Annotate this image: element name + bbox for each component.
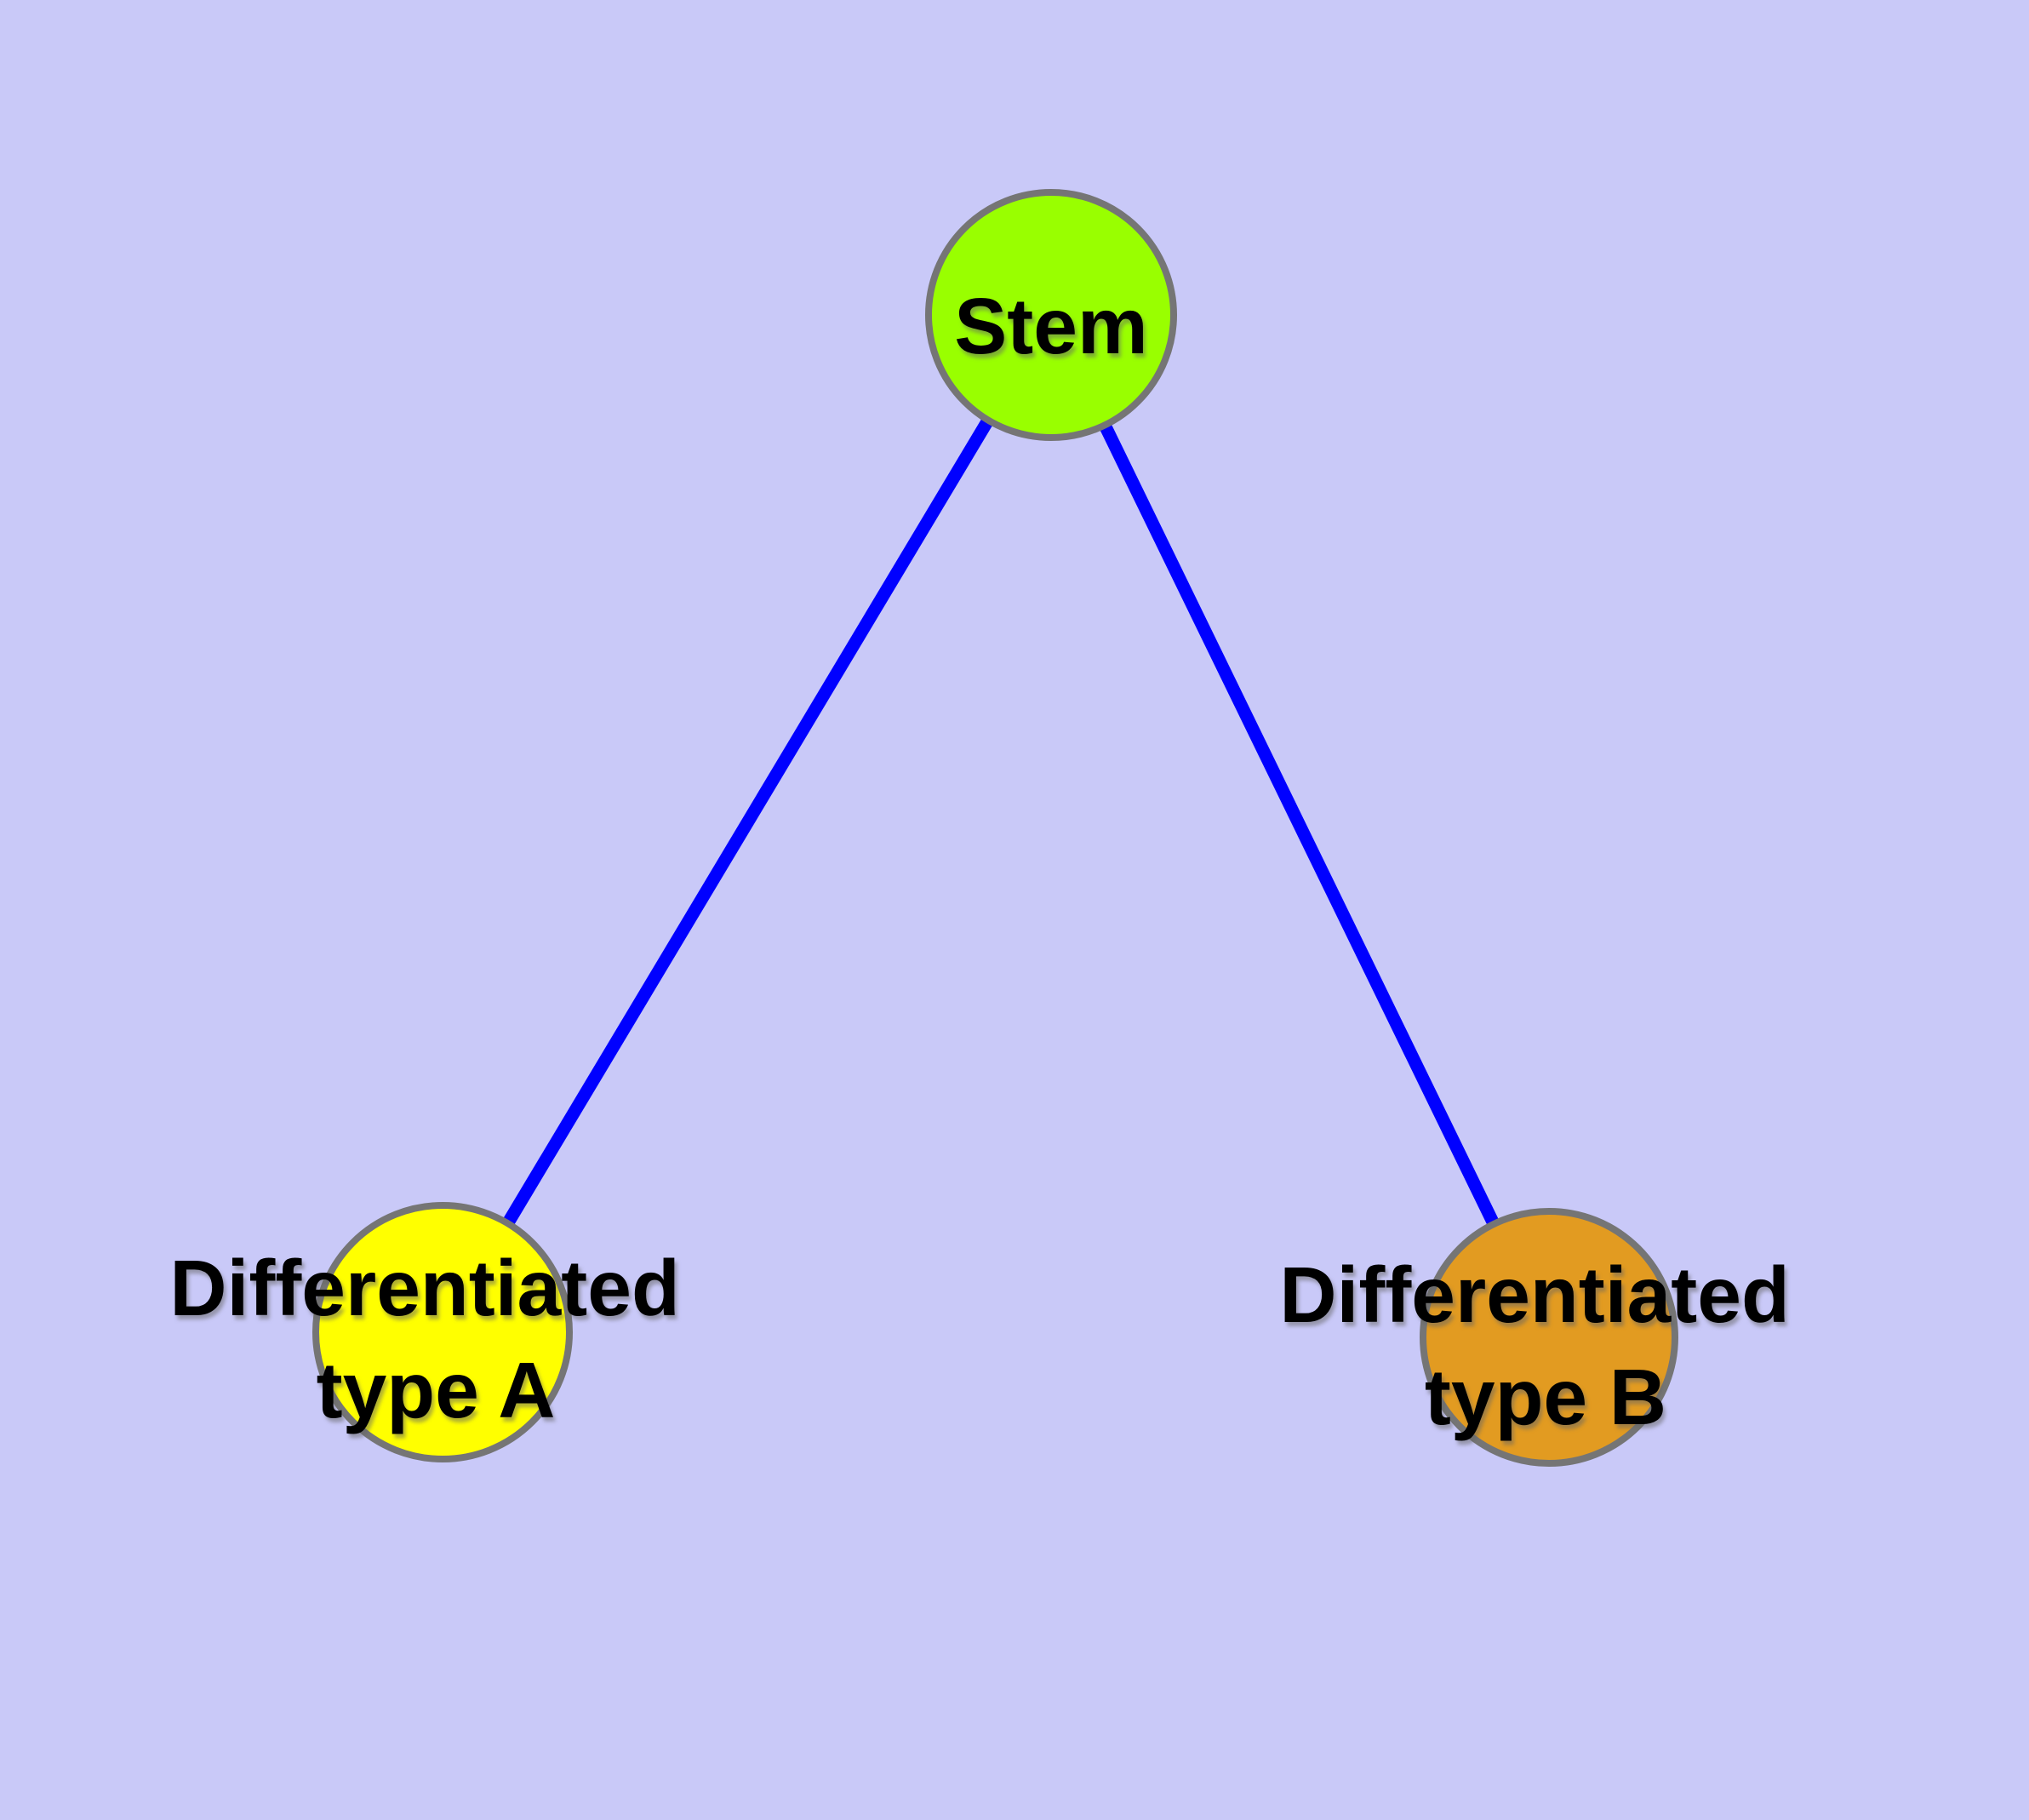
node-type-b-label-line2: type B bbox=[1425, 1353, 1666, 1441]
node-type-a-label-line2: type A bbox=[317, 1346, 556, 1434]
node-type-b-label-line1: Differentiated bbox=[1279, 1251, 1789, 1339]
edge-stem-to-type-b[interactable] bbox=[1045, 312, 1555, 1341]
node-type-b-label: Differentiated type B bbox=[1279, 1251, 1811, 1441]
node-differentiated-type-a[interactable] bbox=[312, 1202, 573, 1462]
node-stem-label: Stem bbox=[954, 282, 1147, 370]
node-stem[interactable] bbox=[925, 189, 1177, 441]
node-differentiated-type-b[interactable] bbox=[1420, 1208, 1678, 1467]
node-type-a-label-line1: Differentiated bbox=[169, 1244, 679, 1332]
edge-stem-to-type-a[interactable] bbox=[437, 312, 1057, 1336]
node-type-a-label: Differentiated type A bbox=[169, 1244, 701, 1434]
